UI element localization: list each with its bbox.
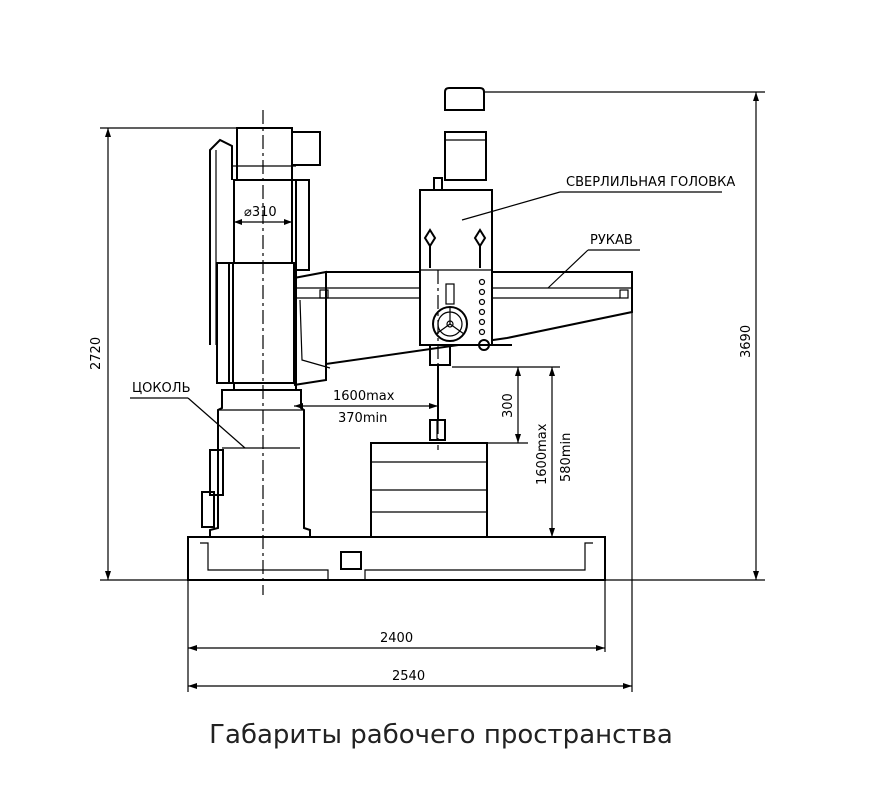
base-length-dimension: 2400 [187, 312, 633, 692]
max-height-label: 3690 [739, 325, 754, 358]
figure-caption: Габариты рабочего пространства [209, 720, 673, 750]
radial-drill-dimension-drawing: ⌀310 1600max 370min 300 1600max 580min 2… [89, 87, 765, 692]
table-height-dimension: 1600max 580min [528, 366, 574, 537]
drill-head-label: СВЕРЛИЛЬНАЯ ГОЛОВКА [566, 175, 735, 190]
spindle-travel-dimension: 300 [448, 366, 528, 444]
arm-callout: РУКАВ [547, 233, 640, 289]
table-height-max-label: 1600max [535, 423, 550, 485]
drill-head-callout: СВЕРЛИЛЬНАЯ ГОЛОВКА [461, 175, 735, 221]
reach-max-label: 1600max [333, 389, 395, 404]
base-length-label: 2400 [380, 631, 413, 646]
spindle-travel-label: 300 [501, 393, 516, 418]
arm-sleeve [216, 262, 327, 386]
base-callout: ЦОКОЛЬ [130, 381, 246, 449]
base-plate [187, 536, 606, 581]
overall-height-dimension: 2720 [89, 127, 237, 581]
drill-head [419, 87, 512, 441]
work-table [370, 442, 488, 538]
reach-dimension: 1600max 370min [294, 389, 438, 426]
max-height-dimension: 3690 [484, 91, 765, 581]
arm-label: РУКАВ [590, 233, 633, 248]
table-height-min-label: 580min [559, 433, 574, 482]
column-diameter-label: ⌀310 [244, 205, 277, 220]
column-plinth [201, 389, 311, 538]
base-label: ЦОКОЛЬ [132, 381, 190, 396]
overall-length-dimension: 2540 [188, 669, 632, 689]
overall-length-label: 2540 [392, 669, 425, 684]
overall-height-label: 2720 [89, 337, 104, 370]
column-diameter-dimension: ⌀310 [234, 205, 292, 225]
reach-min-label: 370min [338, 411, 387, 426]
